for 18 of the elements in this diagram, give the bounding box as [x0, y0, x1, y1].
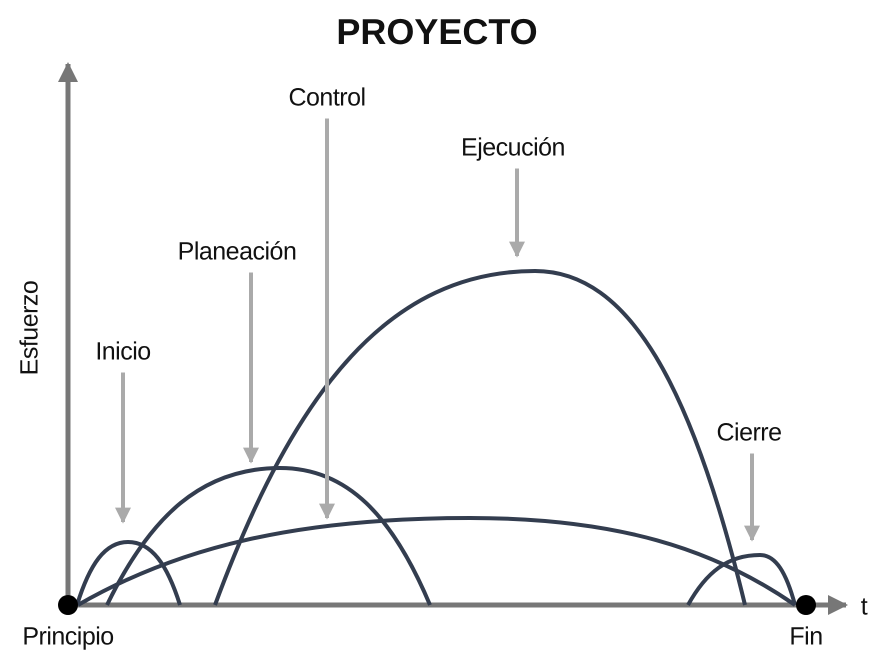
- effort-curve: [75, 540, 182, 606]
- point-label: Principio: [22, 622, 114, 652]
- phase-label: Planeación: [178, 238, 296, 266]
- leader-arrow: [243, 272, 259, 464]
- leader-arrow: [744, 454, 760, 542]
- phase-label: Inicio: [95, 338, 151, 366]
- point-label: Fin: [789, 622, 823, 652]
- phase-label: Cierre: [716, 418, 782, 448]
- axis-label: t: [860, 592, 868, 622]
- effort-curve: [105, 466, 432, 606]
- axis-label: Esfuerzo: [16, 280, 44, 376]
- effort-curve: [77, 516, 796, 607]
- phase-label: Control: [288, 84, 366, 112]
- leader-arrow: [115, 372, 131, 524]
- leader-arrow: [319, 118, 335, 520]
- leader-arrow: [509, 168, 525, 258]
- phase-label: Ejecución: [461, 134, 565, 162]
- title: PROYECTO: [336, 11, 538, 53]
